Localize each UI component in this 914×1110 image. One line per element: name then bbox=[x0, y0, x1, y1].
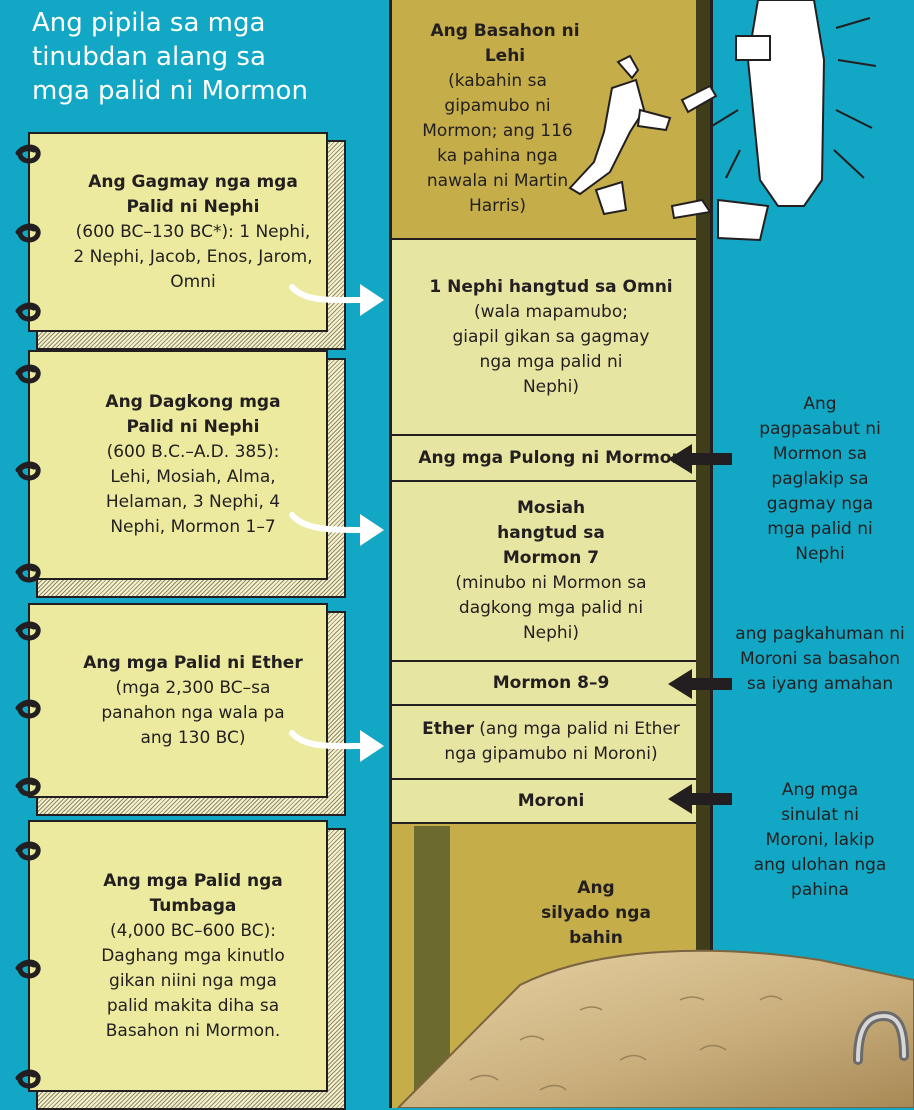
segment-mormon-8-9: Mormon 8–9 bbox=[392, 662, 710, 706]
page-title: Ang pipila sa mga tinubdan alang sa mga … bbox=[32, 8, 308, 106]
plate-title: Ang Gagmay nga mga Palid ni Nephi bbox=[88, 171, 298, 217]
plate-detail: (600 B.C.–A.D. 385): Lehi, Mosiah, Alma,… bbox=[105, 442, 281, 537]
plate-small-plates-of-nephi: Ang Gagmay nga mga Palid ni Nephi (600 B… bbox=[28, 132, 346, 350]
note-words-of-mormon: Ang pagpasabut ni Mormon sa paglakip sa … bbox=[759, 394, 881, 564]
segment-mosiah-to-mormon-7: Mosiah hangtud sa Mormon 7 (minubo ni Mo… bbox=[392, 482, 710, 662]
segment-words-of-mormon: Ang mga Pulong ni Mormon bbox=[392, 436, 710, 482]
plate-brass-plates: Ang mga Palid nga Tumbaga (4,000 BC–600 … bbox=[28, 820, 346, 1110]
plate-detail: (600 BC–130 BC*): 1 Nephi, 2 Nephi, Jaco… bbox=[73, 221, 313, 292]
segment-1-nephi-to-omni: 1 Nephi hangtud sa Omni (wala mapamubo; … bbox=[392, 240, 710, 436]
note-mormon-8-9: ang pagkahuman ni Moroni sa basahon sa i… bbox=[735, 624, 905, 694]
segment-book-of-lehi: Ang Basahon ni Lehi (kabahin sa gipamubo… bbox=[392, 0, 710, 240]
plate-detail: (4,000 BC–600 BC): Daghang mga kinutlo g… bbox=[101, 920, 285, 1041]
book-of-mormon-column: Ang Basahon ni Lehi (kabahin sa gipamubo… bbox=[389, 0, 713, 1108]
segment-moroni: Moroni bbox=[392, 780, 710, 824]
plate-large-plates-of-nephi: Ang Dagkong mga Palid ni Nephi (600 B.C.… bbox=[28, 350, 346, 598]
plate-title: Ang mga Palid ni Ether bbox=[83, 652, 303, 673]
segment-ether: Ether (ang mga palid ni Ether nga gipamu… bbox=[392, 706, 710, 780]
plate-title: Ang mga Palid nga Tumbaga bbox=[103, 870, 283, 916]
plate-detail: (mga 2,300 BC–sa panahon nga wala pa ang… bbox=[101, 677, 285, 748]
plate-plates-of-ether: Ang mga Palid ni Ether (mga 2,300 BC–sa … bbox=[28, 603, 346, 816]
note-moroni: Ang mga sinulat ni Moroni, lakip ang ulo… bbox=[753, 780, 887, 900]
sealed-stripe bbox=[414, 826, 450, 1108]
plate-title: Ang Dagkong mga Palid ni Nephi bbox=[105, 392, 281, 437]
